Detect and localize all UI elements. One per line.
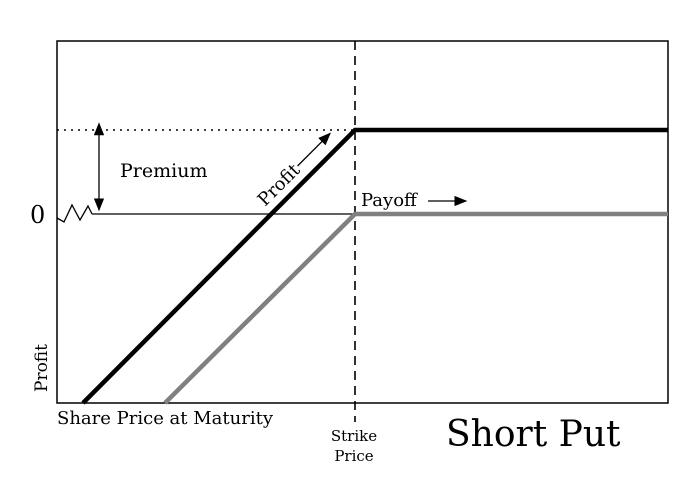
x-axis-label: Share Price at Maturity [57,408,274,429]
premium-label: Premium [120,160,207,182]
axis-break-squiggle [56,203,93,223]
profit-line [81,127,668,405]
zero-label: 0 [30,201,45,229]
strike-label-line2: Price [334,447,373,465]
y-axis-label: Profit [32,344,52,392]
profit-curve-annotation: Profit [254,132,331,211]
strike-label-line1: Strike [331,427,377,445]
plot-frame [56,40,669,404]
payoff-curve-label: Payoff [361,190,418,211]
profit-curve-arrow [297,132,331,167]
diagram-title: Short Put [446,414,621,455]
payoff-line [163,211,668,405]
